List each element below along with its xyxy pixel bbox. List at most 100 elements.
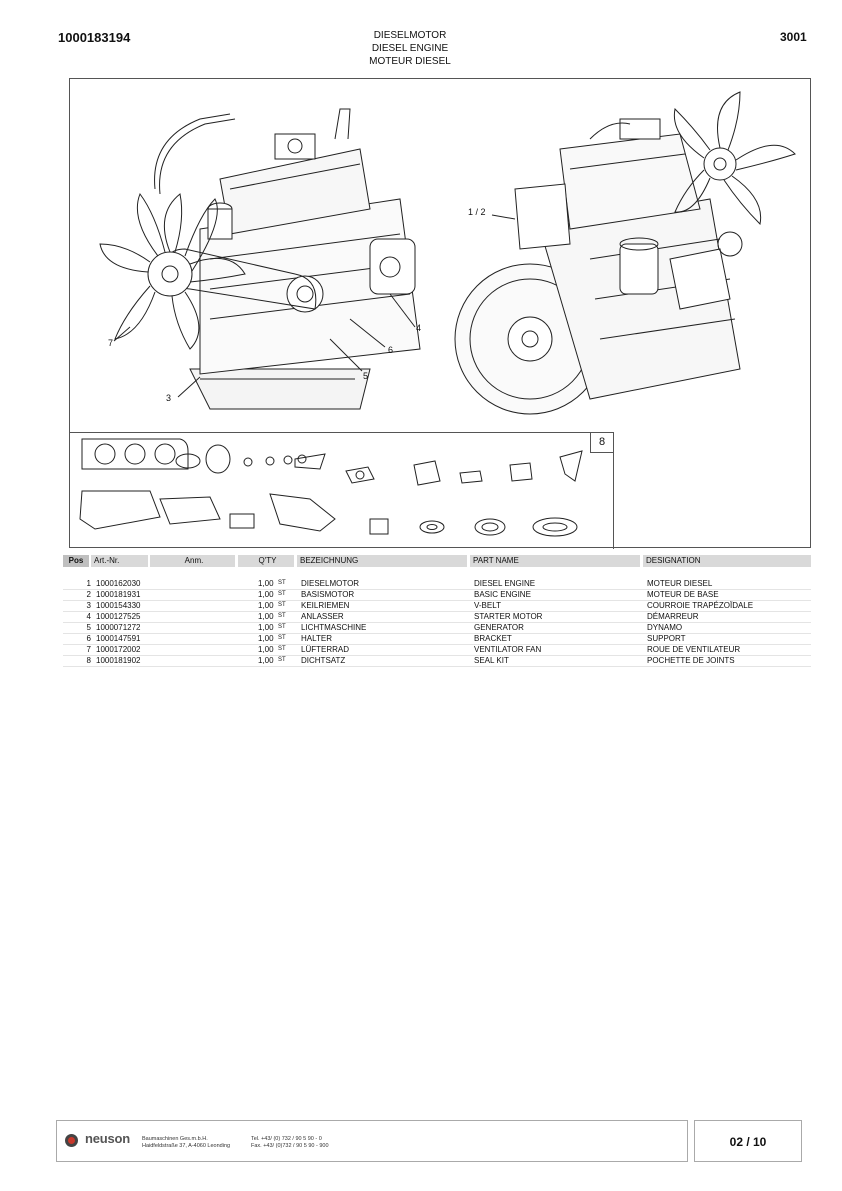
group-number: 3001 [780,30,807,44]
header-anm: Anm. [150,555,235,567]
callout-3: 3 [166,393,172,403]
cell-designation: COURROIE TRAPÉZOÏDALE [647,601,754,610]
cell-qty: 1,00 [258,590,274,599]
seal-kit-drawing [79,438,583,537]
right-engine-drawing [454,91,796,415]
cell-pos: 1 [86,579,91,588]
title-fr: MOTEUR DIESEL [369,56,451,67]
cell-bezeichnung: DICHTSATZ [301,656,346,665]
exploded-view-frame: 1 / 2 3 4 5 6 7 8 [69,78,811,549]
cell-bezeichnung: KEILRIEMEN [301,601,350,610]
cell-pos: 8 [86,656,91,665]
cell-bezeichnung: LICHTMASCHINE [301,623,367,632]
cell-designation: ROUE DE VENTILATEUR [647,645,741,654]
cell-pos: 4 [86,612,91,621]
header-pos: Pos [63,555,89,567]
cell-part-name: VENTILATOR FAN [474,645,542,654]
cell-qty: 1,00 [258,579,274,588]
cell-qty: 1,00 [258,634,274,643]
header-qty: Q'TY [238,555,294,567]
cell-unit: ST [278,580,286,586]
footer: neuson Baumaschinen Ges.m.b.H. Haidfelds… [56,1120,688,1162]
cell-unit: ST [278,602,286,608]
cell-designation: SUPPORT [647,634,686,643]
callout-8: 8 [590,432,613,453]
cell-bezeichnung: HALTER [301,634,332,643]
brand-name: neuson [85,1131,131,1146]
cell-part-name: BRACKET [474,634,512,643]
cell-unit: ST [278,624,286,630]
document-number: 1000183194 [58,30,131,45]
cell-part-name: DIESEL ENGINE [474,579,536,588]
cell-qty: 1,00 [258,612,274,621]
table-row: 7 1000172002 1,00 ST LÜFTERRAD VENTILATO… [63,644,811,656]
cell-art-nr: 1000154330 [96,601,141,610]
cell-part-name: SEAL KIT [474,656,509,665]
cell-designation: MOTEUR DIESEL [647,579,713,588]
callout-1-2: 1 / 2 [468,207,486,217]
left-engine-drawing [99,108,421,410]
table-row: 3 1000154330 1,00 ST KEILRIEMEN V-BELT C… [63,600,811,612]
cell-qty: 1,00 [258,601,274,610]
cell-qty: 1,00 [258,623,274,632]
cell-designation: DÉMARREUR [647,612,699,621]
callout-5: 5 [363,371,369,381]
header-bezeichnung: BEZEICHNUNG [297,555,467,567]
cell-part-name: GENERATOR [474,623,524,632]
cell-pos: 2 [86,590,91,599]
street-address: Haidfeldstraße 37, A-4060 Leonding [142,1143,231,1149]
cell-pos: 6 [86,634,91,643]
parts-table-header: Pos Art.-Nr. Anm. Q'TY BEZEICHNUNG PART … [63,555,811,567]
cell-designation: POCHETTE DE JOINTS [647,656,735,665]
header-designation: DESIGNATION [643,555,811,567]
document-title: DIESELMOTOR DIESEL ENGINE MOTEUR DIESEL [330,29,490,68]
header-art-nr: Art.-Nr. [91,555,148,567]
cell-pos: 7 [86,645,91,654]
company-address: Baumaschinen Ges.m.b.H. Haidfeldstraße 3… [142,1136,230,1150]
cell-qty: 1,00 [258,645,274,654]
contact-info: Tel. +43/ (0) 732 / 90 5 90 - 0 Fax. +43… [251,1136,329,1150]
cell-unit: ST [278,635,286,641]
cell-art-nr: 1000071272 [96,623,141,632]
page-number: 02 / 10 [694,1120,802,1162]
cell-art-nr: 1000162030 [96,579,141,588]
cell-part-name: V-BELT [474,601,501,610]
cell-art-nr: 1000147591 [96,634,141,643]
seal-kit-panel [70,432,614,549]
table-row: 1 1000162030 1,00 ST DIESELMOTOR DIESEL … [63,578,811,590]
cell-art-nr: 1000172002 [96,645,141,654]
cell-bezeichnung: LÜFTERRAD [301,645,350,654]
cell-unit: ST [278,646,286,652]
cell-unit: ST [278,613,286,619]
cell-unit: ST [278,657,286,663]
cell-unit: ST [278,591,286,597]
neuson-logo-icon [65,1134,78,1147]
cell-pos: 5 [86,623,91,632]
callout-4: 4 [416,323,422,333]
cell-bezeichnung: DIESELMOTOR [301,579,360,588]
cell-pos: 3 [86,601,91,610]
table-row: 6 1000147591 1,00 ST HALTER BRACKET SUPP… [63,633,811,645]
telephone: Tel. +43/ (0) 732 / 90 5 90 - 0 [251,1136,322,1142]
cell-art-nr: 1000181931 [96,590,141,599]
cell-art-nr: 1000181902 [96,656,141,665]
cell-art-nr: 1000127525 [96,612,141,621]
title-de: DIESELMOTOR [373,30,447,41]
fax: Fax. +43/ (0)732 / 90 5 90 - 900 [251,1143,329,1149]
table-row: 2 1000181931 1,00 ST BASISMOTOR BASIC EN… [63,589,811,601]
cell-bezeichnung: BASISMOTOR [301,590,355,599]
engine-illustration [79,91,796,537]
callout-6: 6 [388,345,394,355]
cell-qty: 1,00 [258,656,274,665]
table-row: 8 1000181902 1,00 ST DICHTSATZ SEAL KIT … [63,655,811,667]
title-en: DIESEL ENGINE [371,43,449,54]
table-row: 4 1000127525 1,00 ST ANLASSER STARTER MO… [63,611,811,623]
company-name: Baumaschinen Ges.m.b.H. [142,1136,208,1142]
cell-part-name: BASIC ENGINE [474,590,531,599]
cell-designation: DYNAMO [647,623,683,632]
cell-part-name: STARTER MOTOR [474,612,543,621]
cell-designation: MOTEUR DE BASE [647,590,719,599]
table-row: 5 1000071272 1,00 ST LICHTMASCHINE GENER… [63,622,811,634]
header-part-name: PART NAME [470,555,640,567]
cell-bezeichnung: ANLASSER [301,612,344,621]
